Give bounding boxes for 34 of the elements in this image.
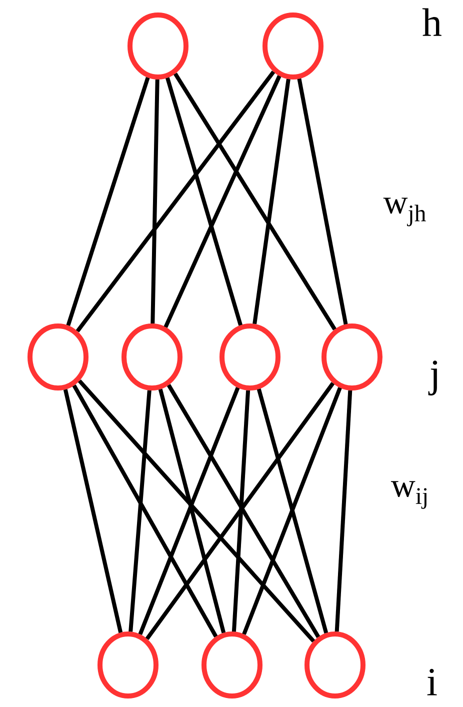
connection-line [174, 72, 336, 330]
neuron-circle [128, 12, 188, 80]
layer-label: w$_{ij}$ [390, 481, 427, 509]
neuron-circle [98, 632, 158, 698]
neuron-circle [304, 632, 366, 698]
connection-line [158, 388, 226, 634]
connection-line [166, 384, 320, 638]
connection-line [232, 390, 250, 632]
connection-line [138, 386, 240, 636]
connection-line [150, 79, 160, 324]
neuron-circle [122, 324, 182, 390]
connection-line [76, 70, 276, 332]
connection-line [256, 388, 328, 634]
connection-line [166, 77, 242, 326]
connection-line [66, 76, 150, 326]
neuron-circle [202, 632, 262, 698]
neuron-circle [322, 324, 382, 390]
connection-line [164, 75, 282, 328]
layer-label: h [422, 8, 442, 36]
neuron-circle [220, 324, 280, 390]
layer-label: i [427, 668, 437, 696]
layer-label: j [428, 360, 438, 396]
layer-label: w$_{jh}$ [383, 198, 426, 226]
connection-line [297, 78, 348, 325]
connection-line [128, 390, 152, 632]
connection-line [252, 78, 290, 324]
neuron-circle [262, 12, 324, 80]
connection-line [145, 382, 335, 640]
connection-line [242, 387, 342, 635]
connection-line [63, 389, 123, 633]
neuron-circle [28, 324, 88, 390]
connection-line [78, 380, 316, 642]
connection-line [334, 390, 352, 632]
connection-line [72, 384, 218, 638]
